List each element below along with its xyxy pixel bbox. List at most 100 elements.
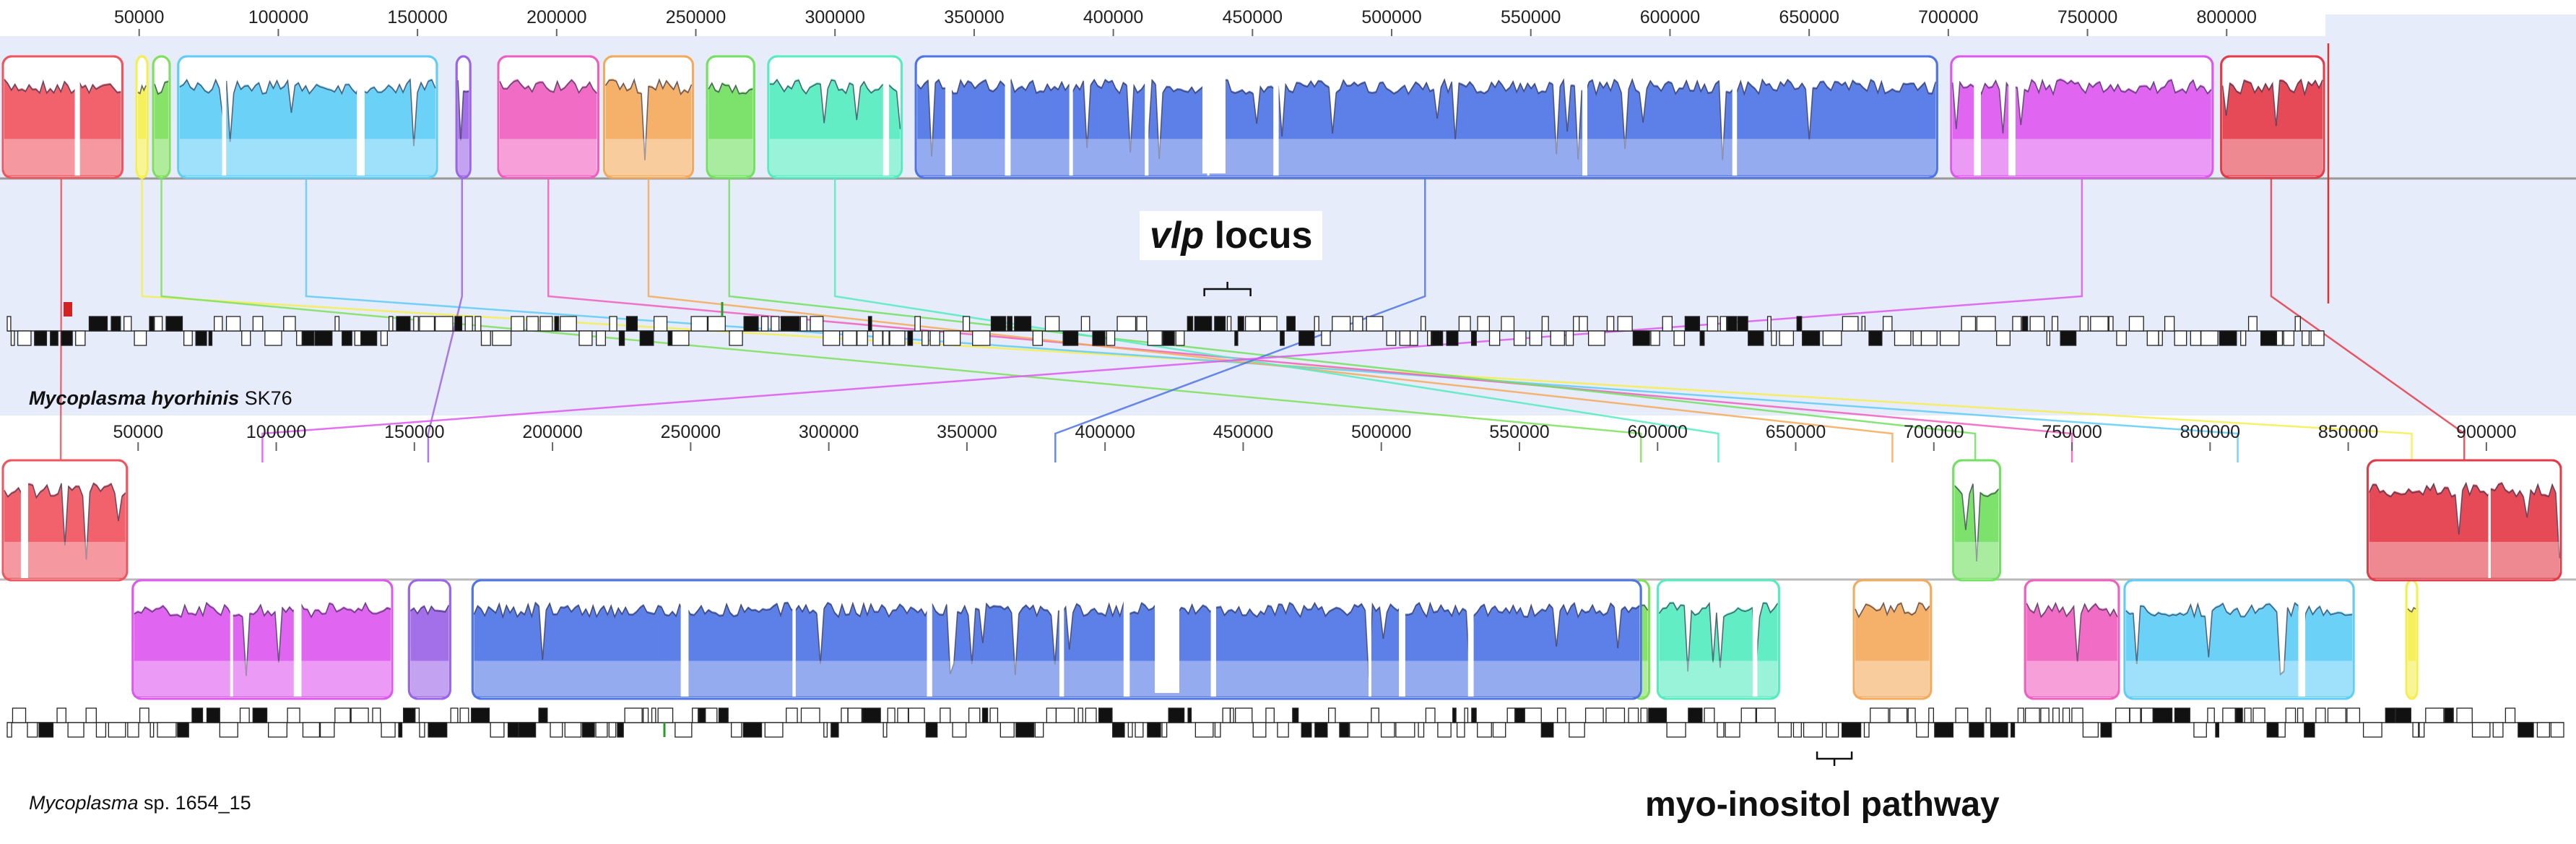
top-gene-track-gene: [1707, 316, 1719, 332]
bottom-axis-tick-label: 450000: [1213, 422, 1273, 442]
bottom-gene-track-gene: [139, 707, 149, 723]
lcb-top-purple-similarity-line: [457, 80, 469, 141]
top-gene-track-gene: [1234, 330, 1239, 346]
top-gene-track-gene: [1386, 330, 1397, 346]
bottom-gene-track-gene: [2193, 722, 2207, 738]
bottom-gene-track-gene: [1934, 722, 1954, 738]
lcb-bottom-pink-outline: [2024, 579, 2120, 700]
top-axis-tick-label: 650000: [1779, 7, 1839, 27]
bottom-gene-track-gene: [1825, 722, 1839, 738]
bottom-gene-track-gene: [718, 707, 729, 723]
lcb-bottom-purple: [407, 579, 451, 700]
bottom-gene-track-gene: [595, 722, 608, 738]
bottom-gene-track-gene: [1230, 707, 1234, 723]
lcb-bottom-magenta-gap: [230, 582, 233, 697]
lcb-top-darkred: [2220, 55, 2325, 179]
top-gene-track-gene: [1882, 316, 1893, 332]
bottom-gene-track-gene: [1194, 722, 1214, 738]
top-gene-track-gene: [1427, 330, 1432, 346]
top-gene-track-gene: [596, 330, 607, 346]
bottom-genome-strain: sp. 1654_15: [139, 792, 251, 814]
lcb-connector-orange: [647, 178, 1894, 462]
top-axis-tick-label: 500000: [1361, 7, 1421, 27]
top-gene-track-gene: [1573, 316, 1580, 332]
lcb-bottom-darkred-gap: [2488, 462, 2491, 578]
lcb-bottom-blue-gap: [1467, 582, 1474, 697]
bottom-gene-track-gene: [2456, 707, 2473, 723]
lcb-top-green: [152, 55, 171, 179]
bottom-gene-track-gene: [1127, 722, 1133, 738]
top-axis-tick-label: 450000: [1223, 7, 1283, 27]
top-gene-track-gene: [1092, 330, 1106, 346]
bottom-gene-track-gene: [1985, 707, 1991, 723]
bottom-gene-track-gene: [1015, 722, 1035, 738]
lcb-bottom-magenta-low-band: [134, 660, 391, 697]
lcb-bottom-orange-similarity-line: [1855, 601, 1930, 619]
top-gene-track-gene: [314, 330, 333, 346]
lcb-bottom-orange-outline: [1852, 579, 1933, 700]
lcb-bottom-yellow: [2405, 579, 2419, 700]
top-gene-track-gene: [1940, 330, 1960, 346]
top-gene-track-gene: [241, 330, 251, 346]
top-gene-track-gene: [34, 330, 48, 346]
lcb-bottom-red-gap: [20, 462, 28, 578]
lcb-bottom-sky-gap: [2298, 582, 2306, 697]
bottom-gene-track-gene: [287, 707, 300, 723]
top-gene-track-gene: [10, 330, 15, 346]
bottom-gene-track-gene: [108, 722, 126, 738]
top-gene-track-gene: [1868, 330, 1883, 346]
lcb-bottom-magenta: [131, 579, 394, 700]
bottom-gene-track-gene: [1277, 722, 1289, 738]
bottom-gene-track-gene: [381, 722, 396, 738]
top-gene-track-gene: [929, 330, 940, 346]
lcb-top-red-low-band: [4, 139, 121, 176]
top-gene-track-gene: [1226, 316, 1232, 332]
lcb-bottom-blue-gap: [1123, 582, 1130, 697]
lcb-top-teal-outline: [767, 55, 903, 179]
lcb-bottom-pink-low-band: [2026, 660, 2117, 697]
lcb-bottom-blue-gap: [1210, 582, 1217, 697]
top-gene-track-gene: [1662, 316, 1673, 332]
lcb-top-orange: [602, 55, 695, 179]
top-gene-track-gene: [1501, 316, 1515, 332]
lcb-bottom-blue-gap: [1061, 582, 1064, 697]
top-gene-track-gene: [2174, 330, 2187, 346]
bottom-gene-track-gene: [206, 707, 220, 723]
lcb-connector-green: [160, 178, 1642, 462]
annotation-brackets: [1203, 282, 1853, 766]
bottom-gene-track-gene: [841, 707, 849, 723]
lcb-top-teal-similarity-line: [769, 79, 901, 129]
bottom-gene-track-gene: [742, 722, 763, 738]
top-gene-track-gene: [2079, 316, 2089, 332]
bottom-gene-track-gene: [2174, 707, 2190, 723]
lcb-bottom-purple-similarity-line: [409, 605, 450, 616]
bottom-genome-species: Mycoplasma: [29, 792, 139, 814]
bottom-gene-track-gene: [624, 707, 643, 723]
top-gene-track-gene: [1529, 330, 1543, 346]
lcb-top-orange-low-band: [605, 139, 692, 176]
bottom-gene-track-gene: [2412, 722, 2419, 738]
bottom-gene-track-gene: [419, 722, 425, 738]
top-gene-track-gene: [1147, 330, 1163, 346]
bottom-gene-track-gene: [1756, 707, 1776, 723]
top-gene-track-gene: [842, 330, 857, 346]
top-gene-track-gene: [1996, 330, 2011, 346]
bottom-gene-track-gene: [564, 722, 582, 738]
top-gene-track-gene: [943, 330, 961, 346]
bottom-gene-track-gene: [219, 722, 238, 738]
bottom-gene-track-gene: [1506, 707, 1516, 723]
gene-feature-tracks: [6, 43, 2564, 738]
lcb-top-lime: [706, 55, 755, 179]
bottom-gene-track-gene: [698, 707, 706, 723]
top-gene-track-gene: [760, 316, 769, 332]
lcb-top-yellow-similarity-fill: [137, 84, 147, 176]
lcb-top-green-low-band: [155, 139, 168, 176]
lcb-top-blue-gap: [1069, 59, 1073, 176]
top-gene-track-gene: [2012, 316, 2022, 332]
lcb-top-pink-low-band: [500, 139, 597, 176]
top-gene-track-gene: [464, 316, 473, 332]
top-gene-track-gene: [1080, 316, 1090, 332]
top-gene-track-gene: [474, 316, 482, 332]
lcb-bottom-magenta-similarity-fill: [134, 601, 391, 697]
lcb-top-yellow-low-band: [137, 139, 147, 176]
